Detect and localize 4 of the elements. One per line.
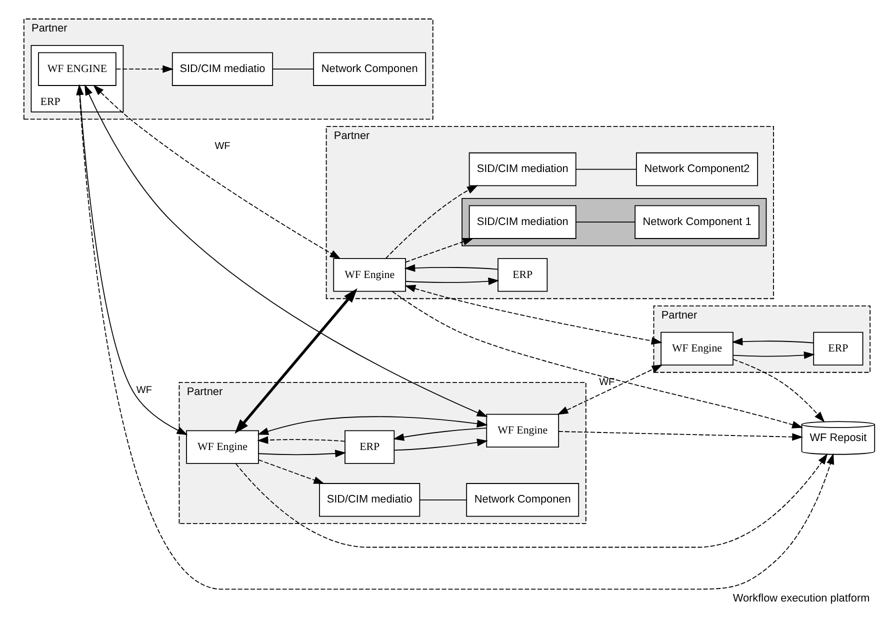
caption: Workflow execution platform: [732, 592, 870, 605]
edge-label: WF: [214, 141, 230, 152]
edge-label: WF: [599, 376, 615, 388]
edge-label: WF: [136, 385, 152, 396]
